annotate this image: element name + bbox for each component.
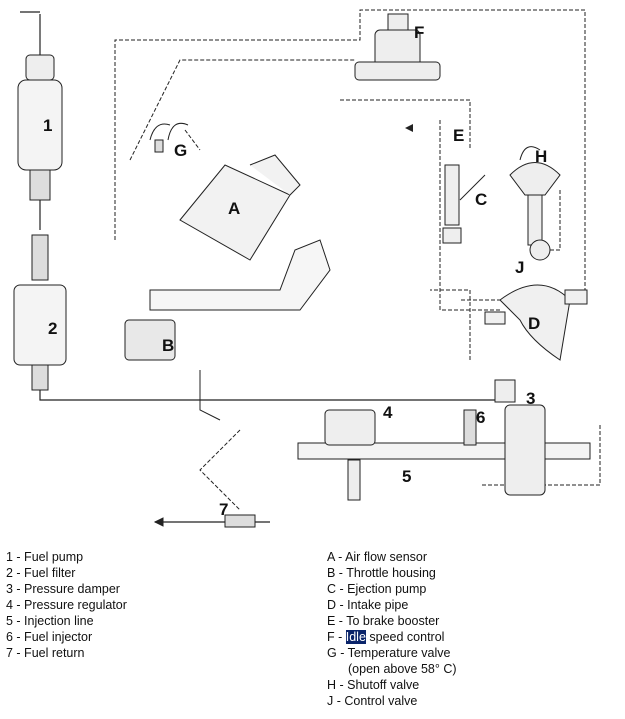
- fuel-pump: [17, 54, 63, 201]
- fuel-injector: [463, 409, 477, 446]
- marker-H: H: [535, 147, 547, 166]
- brake-booster-arrow-icon: [405, 124, 413, 132]
- temperature-valve: [149, 122, 189, 153]
- legend-item: H - Shutoff valve: [327, 678, 420, 692]
- legend-prefix: F -: [327, 630, 346, 644]
- marker-2: 2: [48, 319, 57, 338]
- legend-item: C - Ejection pump: [327, 582, 427, 596]
- marker-1: 1: [43, 116, 52, 135]
- fuel-return: [153, 514, 256, 528]
- marker-F: F: [414, 23, 424, 42]
- legend-letters: A - Air flow sensor B - Throttle housing…: [327, 549, 457, 709]
- legend-item: B - Throttle housing: [327, 566, 436, 580]
- pressure-damper: [494, 379, 546, 496]
- selected-text-highlight[interactable]: Idle: [345, 630, 366, 644]
- legend-item: 7 - Fuel return: [6, 646, 85, 660]
- idle-speed-control: [354, 13, 441, 81]
- legend-item: J - Control valve: [327, 694, 418, 708]
- legend-suffix: speed control: [365, 630, 445, 644]
- marker-G: G: [174, 141, 187, 160]
- legend-item: E - To brake booster: [327, 614, 440, 628]
- legend-item: A - Air flow sensor: [327, 550, 428, 564]
- legend-item: 3 - Pressure damper: [6, 582, 120, 596]
- legend-item: 1 - Fuel pump: [6, 550, 84, 564]
- fuel-filter: [13, 234, 67, 391]
- marker-3: 3: [526, 389, 535, 408]
- throttle-housing: [124, 239, 331, 421]
- fuel-system-diagram: 1 2 3 4 5 6 7 A B C D E F G H J: [13, 9, 601, 528]
- intake-pipe: [484, 284, 588, 361]
- legend-item: F - Idle speed control: [327, 629, 457, 645]
- shutoff-valve: [509, 146, 561, 261]
- legend-numbers: 1 - Fuel pump 2 - Fuel filter 3 - Pressu…: [6, 549, 127, 661]
- legend-item: D - Intake pipe: [327, 598, 409, 612]
- marker-A: A: [228, 199, 240, 218]
- marker-B: B: [162, 336, 174, 355]
- legend-item: 4 - Pressure regulator: [6, 598, 127, 612]
- legend-item: 2 - Fuel filter: [6, 566, 76, 580]
- marker-7: 7: [219, 500, 228, 519]
- legend-item: G - Temperature valve: [327, 646, 451, 660]
- marker-5: 5: [402, 467, 411, 486]
- legend-item: 6 - Fuel injector: [6, 630, 93, 644]
- legend-item: 5 - Injection line: [6, 614, 94, 628]
- marker-E: E: [453, 126, 464, 145]
- marker-J: J: [515, 258, 524, 277]
- ejection-pump: [442, 164, 486, 244]
- legend-note: (open above 58° C): [348, 662, 457, 676]
- marker-4: 4: [383, 403, 393, 422]
- pressure-regulator: [324, 409, 376, 501]
- marker-C: C: [475, 190, 487, 209]
- marker-6: 6: [476, 408, 485, 427]
- air-flow-sensor: [179, 154, 301, 261]
- marker-D: D: [528, 314, 540, 333]
